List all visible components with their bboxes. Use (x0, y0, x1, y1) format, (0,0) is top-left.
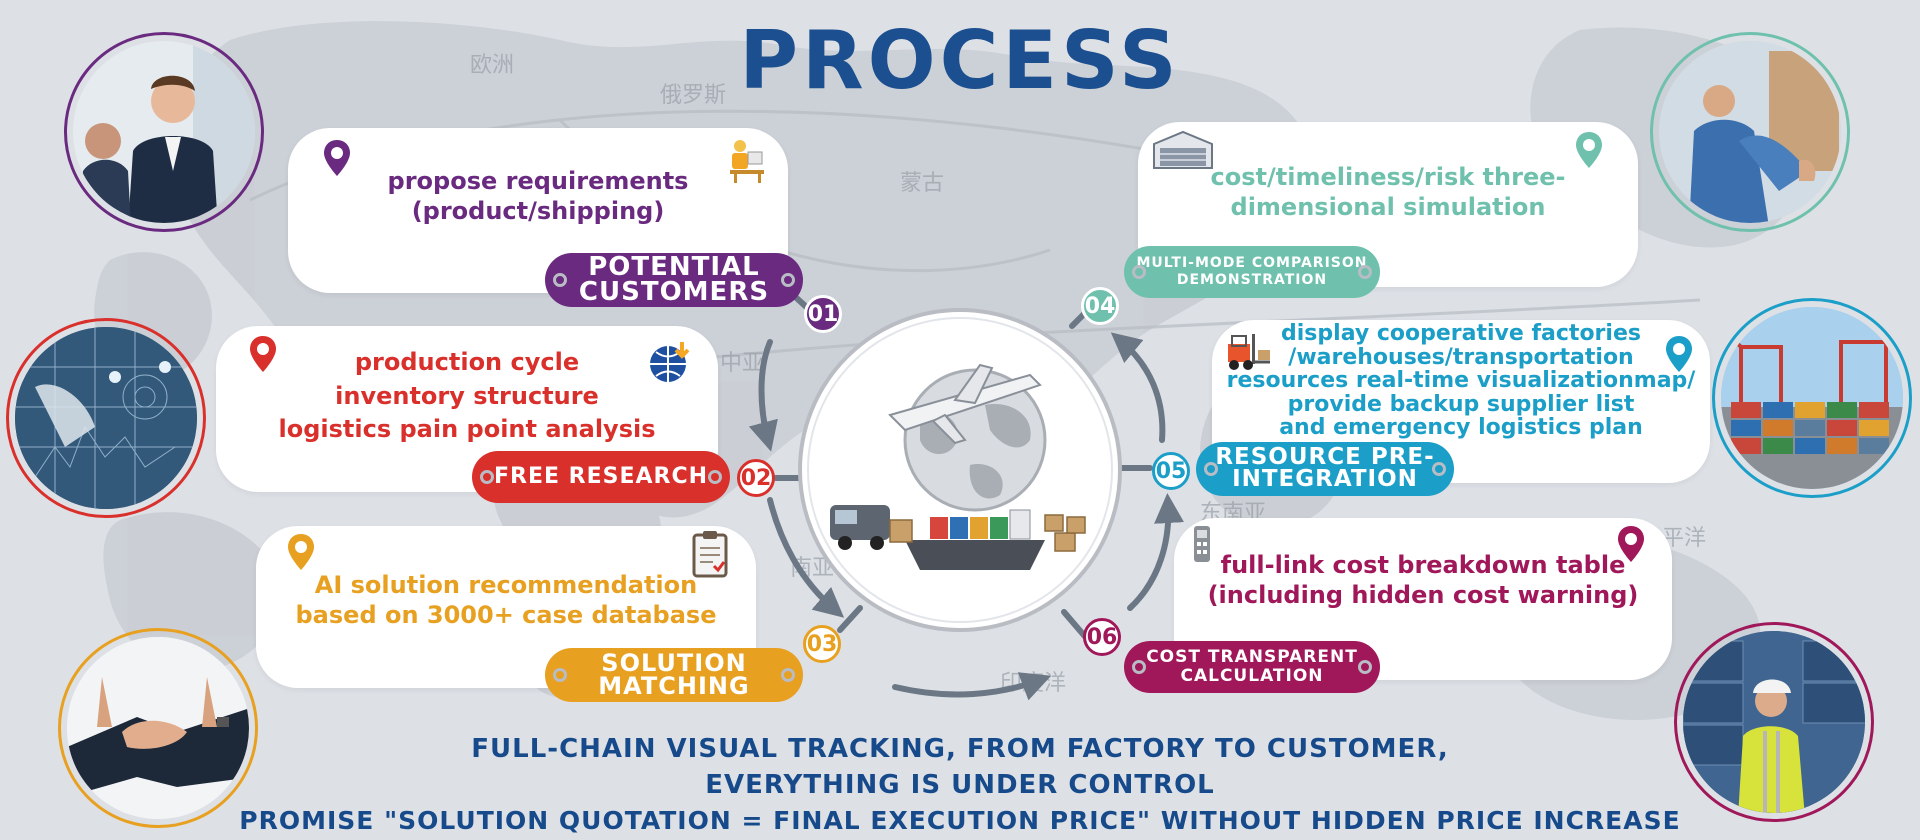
container-port-photo (1712, 298, 1912, 498)
warehouse-icon (1153, 130, 1213, 169)
step-2-text: production cycle inventory structure log… (278, 348, 656, 444)
data-hand-photo (6, 318, 206, 518)
cargo-ship-icon (905, 509, 1045, 570)
forklift-icon (1228, 334, 1270, 370)
pill-ring-icon (1132, 265, 1146, 279)
map-pin-icon (1618, 526, 1644, 562)
pill-ring-icon (708, 470, 722, 484)
step-5-number: 05 (1152, 452, 1190, 490)
pill-ring-icon (781, 668, 795, 682)
truck-icon (830, 505, 890, 550)
calculator-icon (1194, 526, 1210, 562)
footer-line-3: PROMISE "SOLUTION QUOTATION = FINAL EXEC… (239, 806, 1681, 835)
footer-line-1: FULL-CHAIN VISUAL TRACKING, FROM FACTORY… (471, 734, 1449, 764)
step-4-text: cost/timeliness/risk three- dimensional … (1210, 163, 1566, 221)
step-6-number: 06 (1083, 618, 1121, 656)
worker-boxes-photo (1650, 32, 1850, 232)
map-label-central-asia: 中亚 (720, 351, 764, 376)
pill-ring-icon (553, 668, 567, 682)
step-1-text: propose requirements (product/shipping) (387, 167, 689, 225)
step-5-label-pill: RESOURCE PRE-INTEGRATION (1196, 442, 1454, 496)
pill-ring-icon (480, 470, 494, 484)
pill-ring-icon (781, 273, 795, 287)
pill-ring-icon (1358, 265, 1372, 279)
map-pin-icon (1576, 132, 1602, 168)
airplane-icon (888, 363, 1042, 445)
logistics-hub-globe (795, 305, 1125, 635)
map-pin-icon (288, 534, 314, 570)
map-pin-icon (250, 336, 276, 372)
map-label-europe: 欧洲 (470, 53, 514, 78)
engineer-containers-photo (1674, 622, 1874, 822)
boxes-icon (889, 514, 1086, 552)
footer-line-2: EVERYTHING IS UNDER CONTROL (705, 770, 1215, 800)
globe-icon (798, 308, 1122, 632)
map-pin-icon (324, 140, 350, 176)
pill-ring-icon (1132, 660, 1146, 674)
handshake-photo (58, 628, 258, 828)
map-pin-icon (1666, 336, 1692, 372)
globe-download-icon (650, 342, 690, 382)
clipboard-icon (692, 531, 728, 578)
businessman-photo (64, 32, 264, 232)
pill-ring-icon (553, 273, 567, 287)
step-1-number: 01 (804, 295, 842, 333)
map-label-russia: 俄罗斯 (660, 83, 726, 108)
pill-ring-icon (1432, 462, 1446, 476)
pill-ring-icon (1204, 462, 1218, 476)
step-2-number: 02 (737, 459, 775, 497)
page-title: PROCESS (739, 14, 1181, 107)
step-3-card: AI solution recommendation based on 3000… (256, 526, 756, 688)
step-3-text: AI solution recommendation based on 3000… (295, 571, 717, 629)
map-label-mongolia: 蒙古 (900, 171, 944, 196)
step-3-number: 03 (803, 625, 841, 663)
step-4-card: cost/timeliness/risk three- dimensional … (1138, 122, 1638, 287)
pill-ring-icon (1358, 660, 1372, 674)
office-worker-icon (730, 140, 764, 183)
step-4-number: 04 (1081, 287, 1119, 325)
step-5-text: display cooperative factories /warehouse… (1226, 321, 1696, 441)
step-6-text: full-link cost breakdown table (includin… (1207, 551, 1639, 609)
step-2-label-pill: FREE RESEARCH (472, 451, 730, 503)
